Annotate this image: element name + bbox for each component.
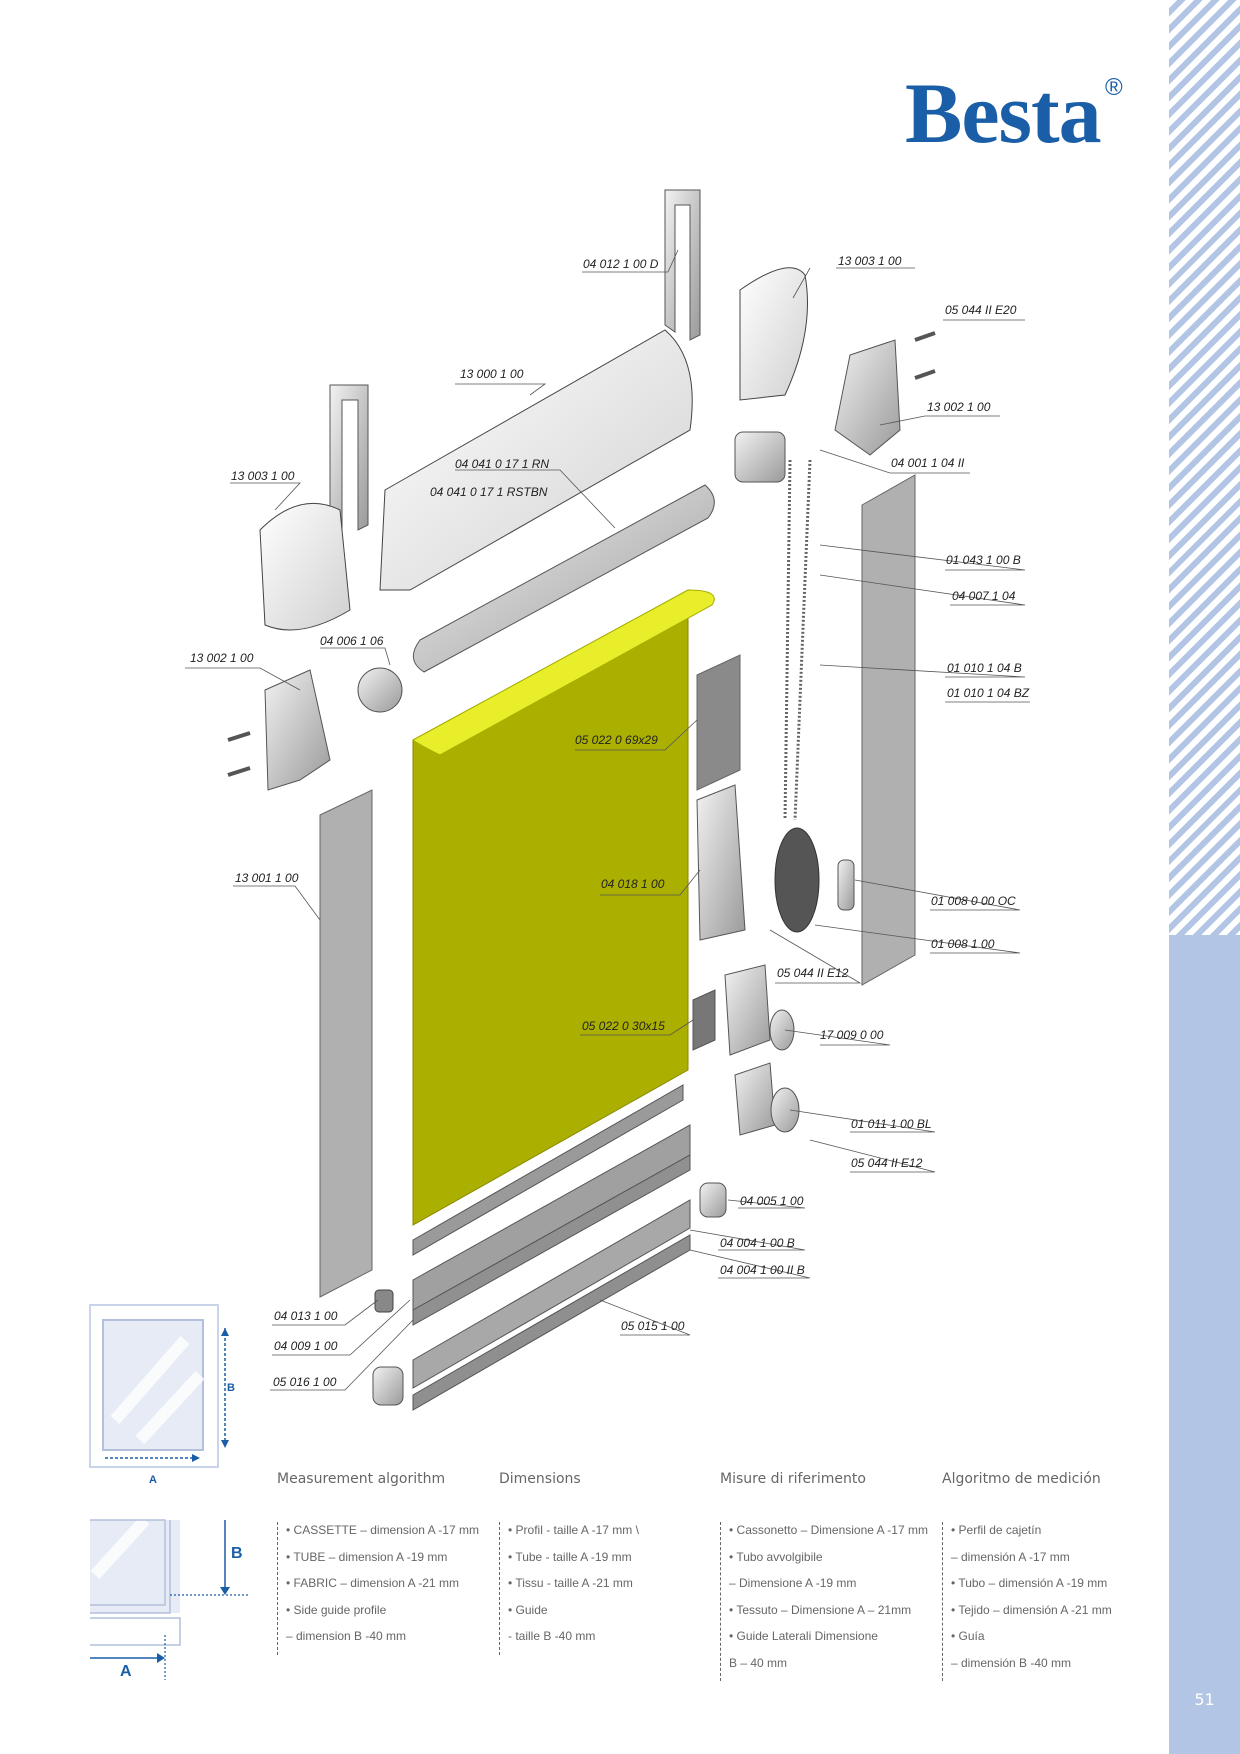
clutch [734,431,786,483]
page-number: 51 [1194,1690,1215,1709]
screws-top [914,331,936,380]
registered-mark: ® [1105,74,1123,101]
window-measure-diagram: B A [89,1304,235,1486]
tape-69x29 [696,654,741,791]
list-item: • Tubo – dimensión A -19 mm [951,1576,1108,1590]
label-bottom-bar-ii-b: 04 004 1 00 II B [720,1263,805,1277]
label-bottom-profile: 05 015 1 00 [621,1319,685,1333]
cassette-profile [379,329,693,591]
measure-label-a-top: A [149,1474,157,1486]
bracket-right [664,189,701,341]
label-chain: 04 007 1 04 [952,589,1016,603]
list-item: - taille B -40 mm [508,1629,596,1643]
list-item: • Guía [951,1629,985,1643]
label-side-guide-left: 13 001 1 00 [235,871,299,885]
label-end-cap-small: 04 005 1 00 [740,1194,804,1208]
label-tape-69: 05 022 0 69x29 [575,733,658,747]
label-bottom-cap: 04 013 1 00 [274,1309,338,1323]
mechanism-left [264,667,403,791]
label-stopper-b: 01 010 1 04 B [947,661,1022,675]
child-safety [734,1062,800,1136]
bottom-bars [412,1084,691,1411]
mechanism-right [834,339,901,456]
bead-chain [783,459,812,821]
label-tensioner: 17 009 0 00 [820,1028,884,1042]
small-end-caps [372,1182,727,1406]
list-item: • Guide [508,1602,548,1617]
list-item: • Profil - taille A -17 mm \ [508,1523,639,1537]
measure-label-b-top: B [227,1382,235,1394]
list-item: • Tubo avvolgibile [729,1549,823,1564]
label-weight: 01 008 1 00 [931,937,995,951]
end-cap-left [259,502,351,631]
label-child-safety-bl: 01 011 1 00 BL [851,1117,932,1131]
sidebar-stripe [1169,0,1240,1754]
side-guide-left [319,789,373,1298]
end-cap-right [739,267,808,401]
column-list-en: • CASSETTE – dimension A -17 mm • TUBE –… [277,1522,479,1655]
list-item: – dimensión B -40 mm [951,1655,1072,1670]
chain-weight [774,827,820,933]
label-bracket-d: 04 012 1 00 D [583,257,659,271]
holder [696,784,746,941]
list-item: • Cassonetto – Dimensione A -17 mm [729,1523,928,1537]
label-bottom-plug: 04 009 1 00 [274,1339,338,1353]
tape-30x15 [692,989,716,1051]
label-connector-b: 01 043 1 00 B [946,553,1021,567]
column-title-fr: Dimensions [499,1471,581,1487]
label-screw-e12-b: 05 044 II E12 [851,1156,923,1170]
list-item: – dimensión A -17 mm [951,1549,1070,1564]
side-guide-right [861,474,916,986]
label-weight-oc: 01 008 0 00 OC [931,894,1016,908]
list-item: • Tessuto – Dimensione A – 21mm [729,1602,912,1617]
fabric-panel [412,589,715,1226]
column-list-it: • Cassonetto – Dimensione A -17 mm • Tub… [720,1522,928,1681]
list-item: – Dimensione A -19 mm [729,1576,857,1590]
label-end-cap-left: 13 003 1 00 [231,469,295,483]
sidebar-hatch-pattern [1169,0,1240,935]
leader-lines [185,249,1030,1391]
column-title-it: Misure di riferimento [720,1471,866,1487]
measure-label-a-bottom: A [120,1663,132,1680]
column-list-fr: • Profil - taille A -17 mm \ • Tube - ta… [499,1522,639,1655]
corner-measure-diagram: B A [90,1515,250,1680]
column-list-es: • Perfil de cajetín – dimensión A -17 mm… [942,1522,1112,1681]
label-bottom-bar-b: 04 004 1 00 B [720,1236,795,1250]
list-item: • Perfil de cajetín [951,1523,1042,1537]
label-mechanism-left: 13 002 1 00 [190,651,254,665]
label-end-cap-right: 13 003 1 00 [838,254,902,268]
list-item: • CASSETTE – dimension A -17 mm [286,1523,479,1537]
label-clutch: 04 001 1 04 II [891,456,965,470]
column-title-es: Algoritmo de medición [942,1471,1101,1487]
list-item: • Guide Laterali Dimensione [729,1629,878,1643]
list-item: • Tube - taille A -19 mm [508,1549,632,1564]
list-item: B – 40 mm [729,1655,788,1670]
label-tube-rstbn: 04 041 0 17 1 RSTBN [430,485,548,499]
label-tube-rn: 04 041 0 17 1 RN [455,457,549,471]
list-item: • FABRIC – dimension A -21 mm [286,1576,459,1590]
list-item: • TUBE – dimension A -19 mm [286,1549,448,1564]
exploded-assembly-diagram: 04 012 1 00 D 13 003 1 00 05 044 II E20 … [185,189,1030,1411]
label-screw-e20: 05 044 II E20 [945,303,1017,317]
screws-left [227,731,251,777]
label-stopper-bz: 01 010 1 04 BZ [947,686,1030,700]
measure-label-b-bottom: B [231,1545,243,1562]
label-holder: 04 018 1 00 [601,877,665,891]
label-seal-profile: 05 016 1 00 [273,1375,337,1389]
label-screw-e12-a: 05 044 II E12 [777,966,849,980]
weight-pin [837,859,855,911]
label-mechanism-right: 13 002 1 00 [927,400,991,414]
logo-wordmark: Besta [905,65,1102,161]
list-item: – dimension B -40 mm [286,1629,407,1643]
label-cassette: 13 000 1 00 [460,367,524,381]
besta-logo: Besta ® [905,68,1135,158]
list-item: • Side guide profile [286,1602,387,1617]
label-tape-30: 05 022 0 30x15 [582,1019,665,1033]
tensioner [724,964,795,1056]
list-item: • Tejido – dimensión A -21 mm [951,1602,1112,1617]
list-item: • Tissu - taille A -21 mm [508,1576,633,1590]
label-plug: 04 006 1 06 [320,634,384,648]
column-title-en: Measurement algorithm [277,1471,446,1487]
roller-tube [413,484,715,673]
